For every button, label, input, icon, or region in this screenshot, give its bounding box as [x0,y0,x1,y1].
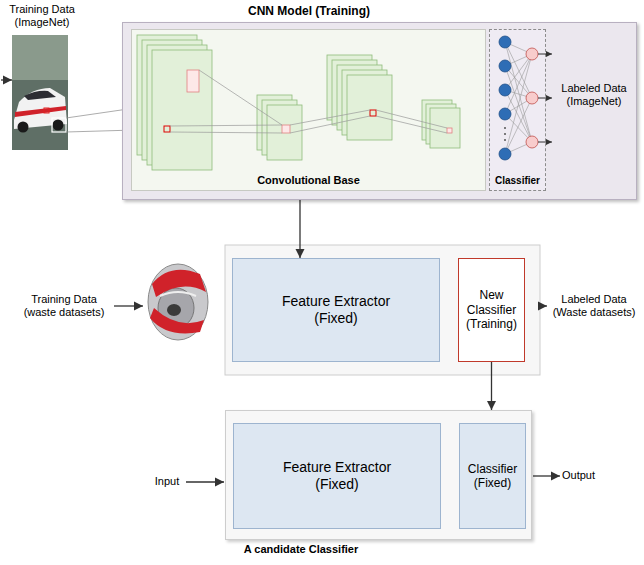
feature-maps [132,30,487,192]
process-box: Feature Extractor (Fixed) [232,258,440,362]
car-photo [12,35,68,150]
node-text: Feature Extractor (Fixed) [271,293,401,327]
can-photo [148,264,208,340]
model-panel: CNN Model (Training) [122,22,637,200]
side-label: Labeled Data (ImageNet) [553,82,635,108]
side-label: Training Data (ImageNet) [2,3,82,29]
flow-arrow [491,362,492,410]
output-arrow [533,475,560,476]
neural-net [490,30,560,192]
candidate-panel: A candidate ClassifierFeature Extractor … [225,410,532,540]
output-arrow [540,305,547,306]
label-slot: Output [562,469,612,482]
node-text: Feature Extractor (Fixed) [272,459,402,493]
node-text: A candidate Classifier [221,543,381,556]
process-box: Feature Extractor (Fixed) [233,423,441,529]
flow-arrow [299,191,300,258]
input-arrow [186,481,224,482]
node-text: Convolutional Base [257,174,360,187]
classifier-box: Classifier [489,29,546,191]
node-text: New Classifier (Training) [462,288,521,331]
label-slot: Training Data (waste datasets) [15,293,113,319]
conv-base: Convolutional Base [131,29,486,191]
panel [225,245,540,375]
label-slot: Labeled Data (Waste datasets) [547,293,641,319]
node-text: Classifier [495,175,540,187]
side-label: Output [562,469,612,482]
label-slot: Training Data (ImageNet) [2,3,82,29]
process-box: Classifier (Fixed) [459,423,526,529]
input-arrow [114,305,143,306]
label-slot: Labeled Data (ImageNet) [553,82,635,108]
label-slot: Input [150,475,184,488]
side-label: Input [150,475,184,488]
node-text: CNN Model (Training) [123,4,495,18]
node-text: Classifier (Fixed) [463,462,522,491]
process-box: New Classifier (Training) [458,258,525,362]
side-label: Labeled Data (Waste datasets) [547,293,641,319]
side-label: Training Data (waste datasets) [15,293,113,319]
input-arrow [1,79,12,80]
